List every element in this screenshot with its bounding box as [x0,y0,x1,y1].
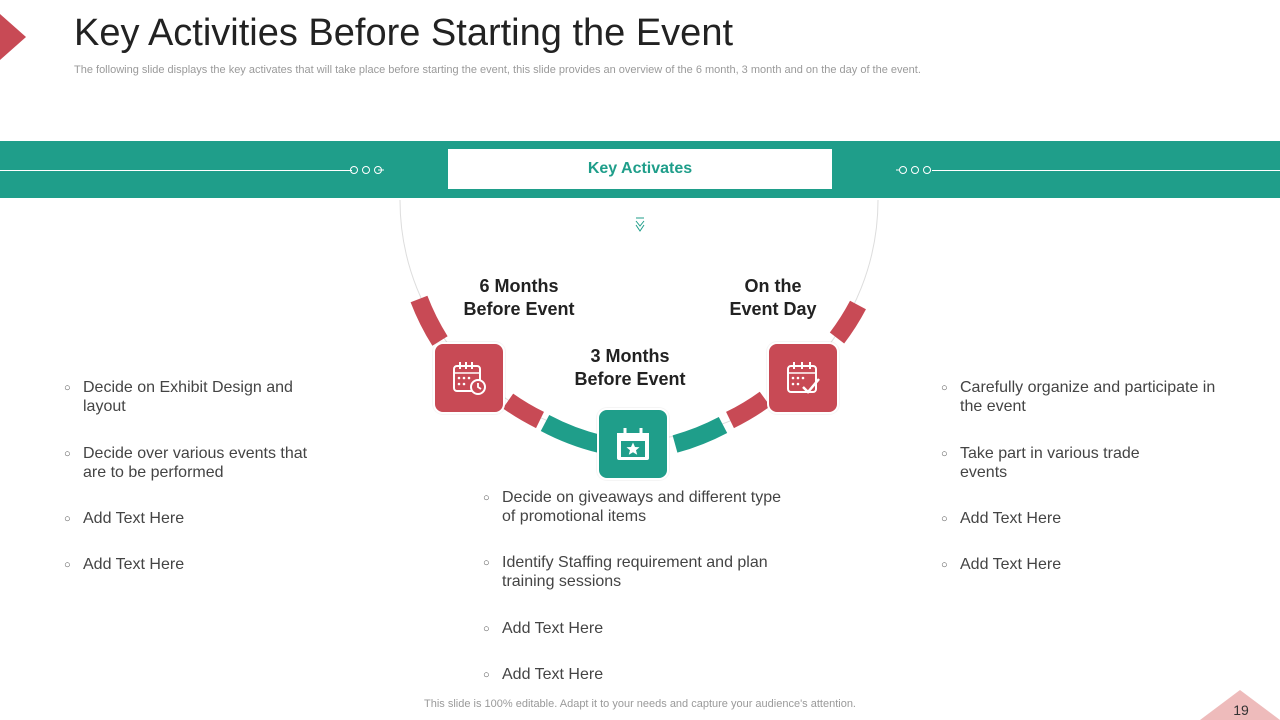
calendar-star-icon [597,408,669,480]
list-item: Add Text Here [941,509,1226,529]
page-corner-decoration [1200,690,1280,720]
phase-title-line2: Before Event [463,299,575,319]
bullets-event-day: Carefully organize and participate in th… [941,378,1226,575]
list-item: Add Text Here [483,619,793,639]
list-item: Carefully organize and participate in th… [941,378,1226,416]
list-item: Add Text Here [483,665,793,685]
page-title: Key Activities Before Starting the Event [74,12,734,54]
phase-title-line1: 6 Months [479,276,559,296]
phase-title-3-months: 3 Months Before Event [550,345,710,391]
list-item: Identify Staffing requirement and plan t… [483,553,793,591]
phase-title-event-day: On the Event Day [693,275,853,321]
band-line-left [0,170,352,171]
key-activities-label: Key Activates [448,149,832,189]
phase-title-line1: On the [744,276,802,296]
band-line-right [932,170,1280,171]
chevron-down-icon [635,217,645,232]
list-item: Decide on giveaways and different type o… [483,488,793,526]
phase-title-line1: 3 Months [590,346,670,366]
page-number: 19 [1233,702,1249,718]
list-item: Take part in various trade events [941,444,1226,482]
page-subtitle: The following slide displays the key act… [74,64,921,76]
calendar-check-icon [767,342,839,414]
list-item: Add Text Here [64,509,314,529]
dots-connector-left [350,166,384,174]
phase-title-6-months: 6 Months Before Event [439,275,599,321]
list-item: Add Text Here [941,555,1226,575]
list-item: Add Text Here [64,555,314,575]
bullets-3-months: Decide on giveaways and different type o… [483,488,793,685]
list-item: Decide over various events that are to b… [64,444,314,482]
dots-connector-right [896,166,931,174]
phase-title-line2: Before Event [574,369,686,389]
footer-note: This slide is 100% editable. Adapt it to… [424,698,856,710]
corner-arrow-decoration [0,14,26,60]
calendar-clock-icon [433,342,505,414]
bullets-6-months: Decide on Exhibit Design and layout Deci… [64,378,314,575]
phase-title-line2: Event Day [729,299,817,319]
list-item: Decide on Exhibit Design and layout [64,378,314,416]
